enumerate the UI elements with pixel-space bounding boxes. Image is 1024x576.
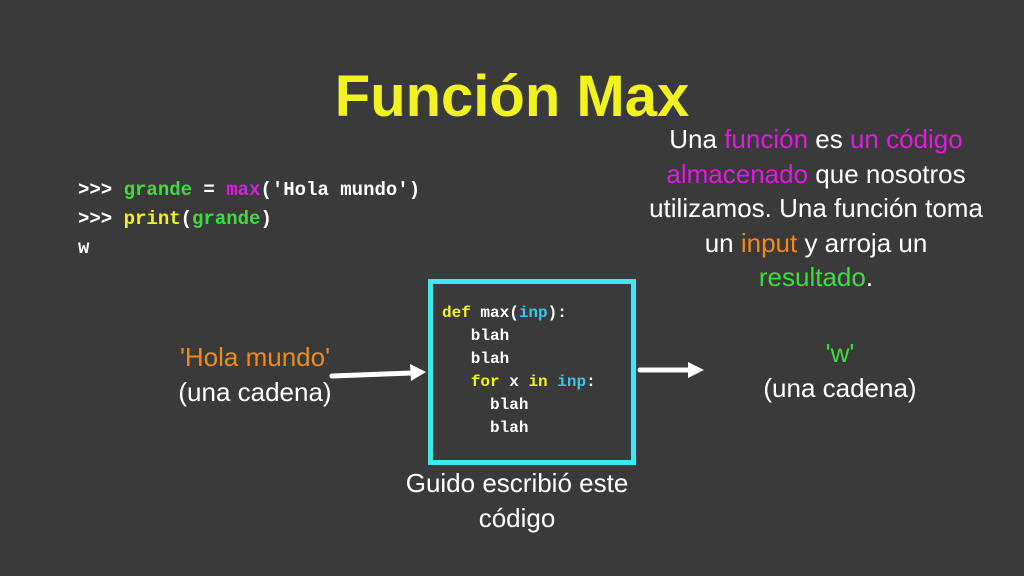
term-resultado: resultado [758,262,866,292]
repl-paren-close: ) [260,208,272,230]
repl-variable: grande [123,179,193,201]
repl-paren-open: ( [180,208,193,230]
slide-title: Función Max [334,64,690,129]
function-box [428,279,636,465]
repl-operator: = [192,179,227,201]
repl-variable: grande [192,208,261,230]
code-iterable: inp [557,373,587,391]
input-value: 'Hola mundo' [179,342,331,372]
output-label: 'w' (una cadena) [730,336,950,406]
code-keyword-def: def [442,304,471,322]
function-description: Una función es un código almacenado que … [649,124,983,292]
python-repl-snippet: >>> grande = max('Hola mundo') >>> print… [78,176,420,263]
repl-argument: ('Hola mundo') [260,179,421,201]
repl-output: w [78,237,90,259]
output-arrow-icon [637,362,704,378]
input-label: 'Hola mundo' (una cadena) [150,340,360,410]
term-funcion: función [724,124,809,154]
repl-function-print: print [123,208,181,230]
input-type: (una cadena) [178,377,332,407]
function-code: def max(inp): blah blah for x in inp: bl… [442,304,596,437]
term-input: input [740,227,798,258]
output-value: 'w' [825,338,855,368]
repl-function-max: max [226,179,261,201]
code-param: inp [518,304,548,322]
output-type: (una cadena) [763,373,917,403]
code-keyword-for: for [470,373,500,391]
box-caption: Guido escribió este código [405,468,629,533]
repl-prompt: >>> [78,179,124,201]
repl-prompt: >>> [78,208,124,230]
term-codigo-almacenado: un código almacenado [666,124,963,189]
code-keyword-in: in [528,373,548,391]
